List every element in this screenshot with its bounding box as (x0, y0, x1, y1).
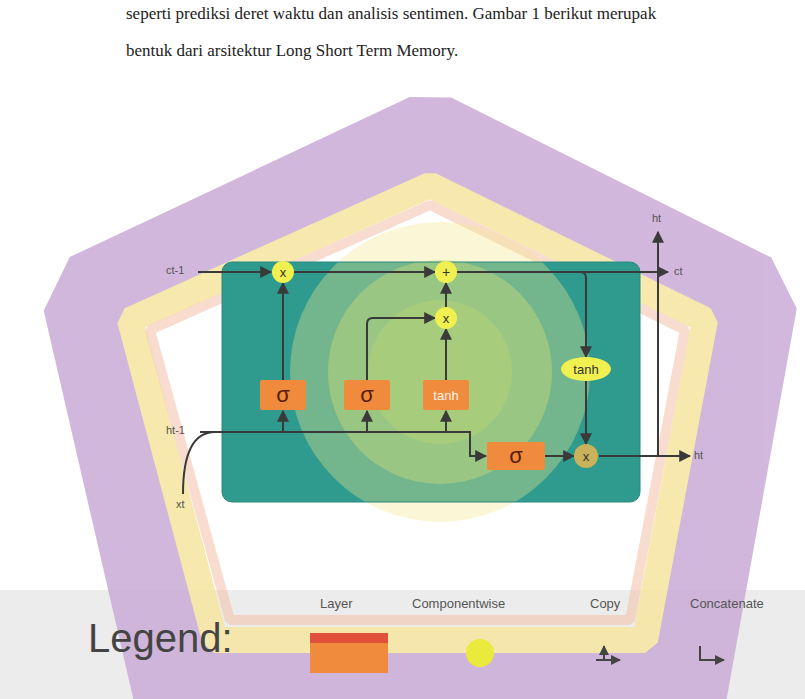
wire (445, 411, 447, 432)
node-text: x (280, 266, 287, 279)
signal-name: xt (176, 498, 185, 510)
legend-text: Copy (590, 596, 620, 611)
legend-text: Componentwise (412, 596, 505, 611)
signal-name: ht-1 (166, 424, 185, 436)
connector (282, 283, 284, 380)
cell-border (222, 262, 640, 502)
glow (290, 222, 590, 522)
pointwise-multiply: x (272, 261, 294, 283)
node-text: σ (509, 445, 523, 467)
input-wire (183, 432, 215, 494)
connector (545, 455, 574, 457)
hidden-out (599, 455, 690, 457)
legend-swatch (310, 633, 388, 673)
signal-name: ct-1 (166, 264, 184, 276)
glow (368, 300, 512, 444)
sigmoid-layer: σ (487, 442, 545, 470)
sigmoid-layer: σ (344, 380, 390, 410)
node-text: x (583, 450, 590, 463)
watermark (90, 140, 750, 690)
legend-symbols (596, 646, 724, 660)
pointwise-add: + (435, 261, 457, 283)
hidden-in (200, 432, 486, 456)
node-text: σ (276, 384, 290, 406)
pointwise-tanh: tanh (561, 357, 611, 381)
copy-symbol (603, 646, 605, 660)
node-text: tanh (573, 363, 598, 376)
body-text: bentuk dari arsitektur Long Short Term M… (126, 41, 458, 61)
signal-name: ht (694, 449, 703, 461)
copy-symbol (596, 659, 620, 661)
concatenate-symbol (700, 646, 724, 660)
pointwise-multiply: x (435, 307, 457, 329)
sigmoid-layer: σ (260, 380, 306, 410)
body-text: seperti prediksi deret waktu dan analisi… (126, 4, 656, 24)
wire (366, 411, 368, 432)
connector (585, 381, 587, 444)
legend-text: Concatenate (690, 596, 764, 611)
connector (445, 283, 447, 307)
wire (282, 411, 284, 432)
legend-swatch (466, 639, 494, 667)
signal-name: ht (652, 212, 661, 224)
connector (445, 329, 447, 380)
node-text: x (443, 312, 450, 325)
connector (294, 271, 435, 273)
cell-state-in (198, 271, 271, 273)
node-text: + (442, 265, 450, 279)
connector (457, 272, 586, 357)
signal-name: ct (674, 265, 683, 277)
legend-title: Legend: (88, 616, 233, 661)
node-text: σ (360, 384, 374, 406)
connector (367, 318, 435, 380)
glow (328, 260, 552, 484)
tanh-layer: tanh (423, 380, 469, 410)
legend-text: Layer (320, 596, 353, 611)
node-text: tanh (433, 389, 458, 402)
wires (183, 232, 690, 494)
pointwise-multiply: x (574, 444, 598, 468)
hidden-up (657, 232, 659, 456)
